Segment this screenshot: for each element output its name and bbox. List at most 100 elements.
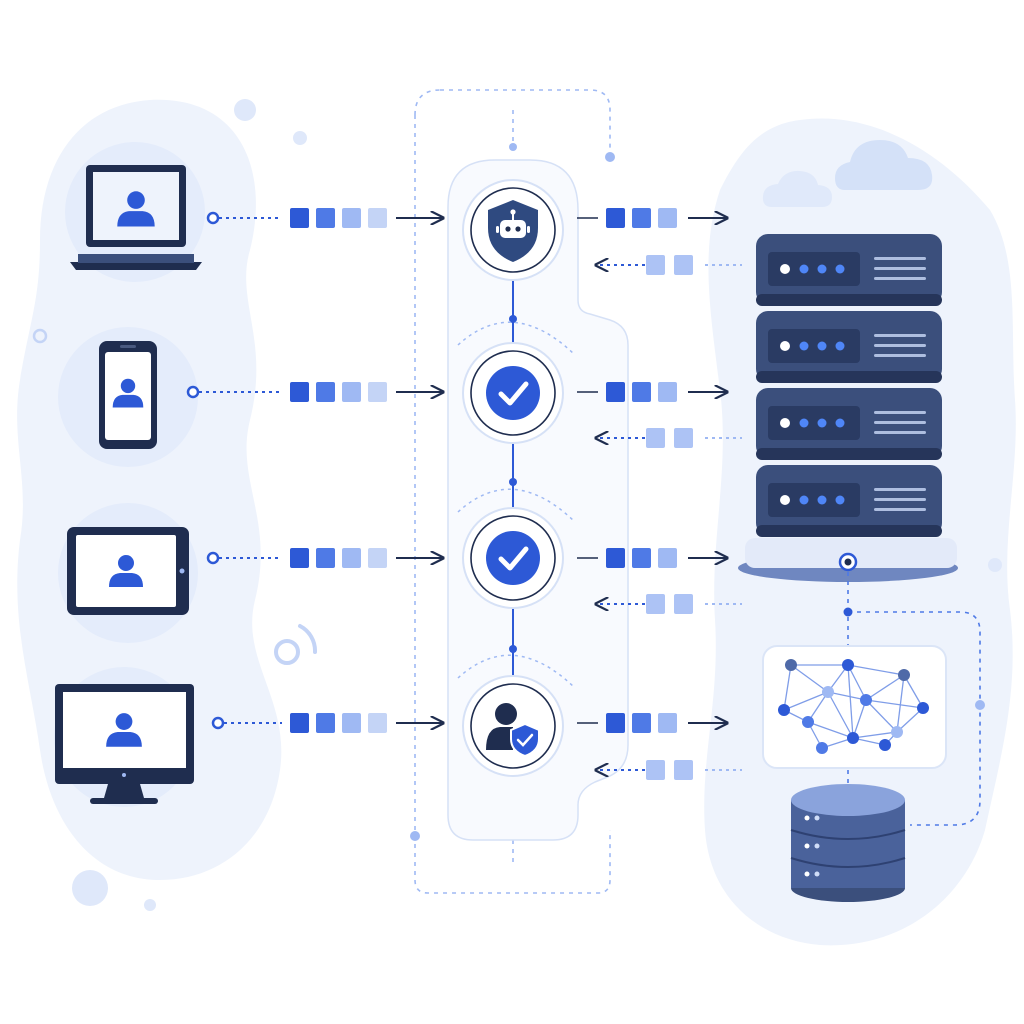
frame-dot [605, 152, 615, 162]
server-unit [756, 388, 942, 460]
gateway-stages [462, 179, 564, 777]
pipeline-node [509, 645, 517, 653]
graph-edge [896, 674, 905, 733]
graph-edge [790, 664, 829, 693]
pipeline-node [509, 478, 517, 486]
packet-block [342, 548, 361, 568]
stage-arc [457, 488, 576, 523]
packet-block [316, 382, 335, 402]
graph-edge [827, 691, 867, 701]
db-light [814, 843, 820, 849]
packet-block [674, 428, 693, 448]
graph-node [816, 742, 828, 754]
packet-block [646, 428, 665, 448]
packet-block [606, 548, 625, 568]
packet-block [368, 548, 387, 568]
backend-link [848, 611, 981, 826]
pipeline-node [509, 315, 517, 323]
graph-edge [903, 674, 924, 709]
connector-dot [206, 211, 220, 225]
user-icon [117, 191, 155, 227]
graph-edge [865, 674, 905, 701]
decor-dot [72, 870, 108, 906]
db-light [804, 871, 810, 877]
link-dot [843, 607, 853, 617]
gateway-stage [462, 179, 564, 281]
user-icon [109, 555, 143, 587]
graph-edge [852, 731, 898, 739]
packet-block [290, 548, 309, 568]
gateway-stage [462, 675, 564, 777]
packet-block [290, 208, 309, 228]
graph-edge [865, 699, 924, 709]
graph-node [860, 694, 872, 706]
graph-edge [783, 664, 792, 711]
user-shield-icon [486, 703, 540, 758]
packet-block [632, 382, 651, 402]
gateway-stage [462, 342, 564, 444]
graph-edge [847, 664, 867, 701]
request-flows [186, 208, 742, 780]
graph-node [847, 732, 859, 744]
packet-block [606, 208, 625, 228]
packet-block [674, 594, 693, 614]
graph-edge [847, 664, 905, 676]
graph-edge [783, 691, 829, 711]
packet-block [632, 713, 651, 733]
packet-block [632, 548, 651, 568]
checkmark-icon [486, 531, 540, 585]
user-icon [106, 713, 142, 747]
server-base-top [745, 538, 957, 568]
decor-ring [32, 328, 48, 344]
connector-dot [211, 716, 225, 730]
stage-arc [457, 321, 576, 356]
packet-block [674, 760, 693, 780]
packet-block [632, 208, 651, 228]
database-lights [804, 815, 820, 877]
graph-edge [827, 691, 854, 739]
db-light [814, 871, 820, 877]
packet-block [674, 255, 693, 275]
server-port-core [844, 558, 852, 566]
packet-block [646, 594, 665, 614]
packet-block [290, 713, 309, 733]
server-unit [756, 234, 942, 306]
database-icon [790, 784, 906, 902]
decor-dot [293, 131, 307, 145]
cloud-icon [762, 140, 933, 207]
packet-block [368, 713, 387, 733]
graph-node [842, 659, 854, 671]
gateway-panel [410, 89, 629, 894]
graph-node [879, 739, 891, 751]
link-dot [975, 700, 985, 710]
packet-block [658, 208, 677, 228]
request-flow-row [206, 208, 742, 275]
graph-node [822, 686, 834, 698]
packet-block [342, 713, 361, 733]
packet-block [606, 382, 625, 402]
graph-edge [865, 699, 898, 733]
request-flow-row [186, 382, 742, 448]
packet-block [316, 713, 335, 733]
packet-block [658, 713, 677, 733]
packet-block [658, 382, 677, 402]
gateway-stage [462, 507, 564, 609]
packet-block [342, 208, 361, 228]
laptop-icon [70, 165, 202, 270]
connector-dot [206, 551, 220, 565]
packet-block [646, 255, 665, 275]
decor-dot [234, 99, 256, 121]
server-unit [756, 311, 942, 383]
robot-shield-icon [488, 200, 538, 262]
graph-edge [847, 664, 854, 739]
frame-dot [410, 831, 420, 841]
stage-arc [457, 654, 576, 689]
packet-block [368, 382, 387, 402]
client-devices [54, 142, 205, 807]
tablet-device [58, 503, 198, 643]
user-icon [112, 378, 144, 408]
db-light [814, 815, 820, 821]
request-flow-row [211, 713, 742, 780]
graph-node [891, 726, 903, 738]
